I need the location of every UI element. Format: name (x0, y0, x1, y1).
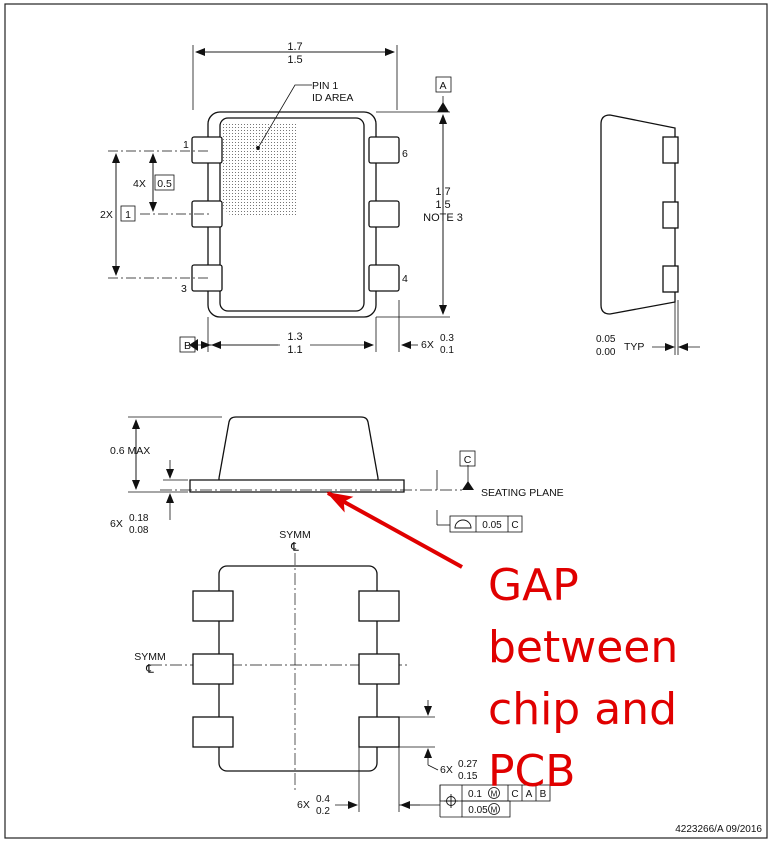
fcf-datum-a: A (526, 789, 533, 800)
fcf-tolerance-2: 0.05 (468, 805, 488, 816)
lead-length-count: 6X (421, 339, 434, 351)
height-min-label: 1.5 (435, 199, 450, 211)
position-tolerance-icon (444, 794, 458, 808)
body-width-min-label: 1.1 (287, 344, 302, 356)
annotation-line-1: GAP (488, 560, 579, 611)
lead-length-min: 0.1 (440, 345, 454, 356)
fcf-datum-c: C (511, 789, 518, 800)
lead-thk-count: 6X (110, 518, 123, 530)
pin1-label: PIN 1 (312, 80, 338, 92)
lead-width-count: 6X (440, 764, 453, 776)
offset-min: 0.00 (596, 347, 616, 358)
fcf-tolerance-1: 0.1 (468, 789, 482, 800)
lead-length-max: 0.4 (316, 794, 330, 805)
drawing-number: 4223266/A 09/2016 (675, 824, 762, 835)
span-count: 2X (100, 209, 113, 221)
sheet-border (4, 3, 768, 839)
annotation-line-3: chip and (488, 684, 677, 735)
lead-width-max: 0.27 (458, 759, 478, 770)
mmc-modifier-icon (488, 787, 500, 799)
symm-left-label: SYMM (134, 651, 166, 663)
height-max-label: 1.7 (435, 186, 450, 198)
lead-length-max: 0.3 (440, 333, 454, 344)
symm-top-label: SYMM (279, 529, 311, 541)
lead-length-min: 0.2 (316, 806, 330, 817)
width-min-label: 1.5 (287, 54, 302, 66)
offset-typ: TYP (624, 341, 644, 353)
profile-surface-icon (454, 519, 472, 529)
pitch-count: 4X (133, 178, 146, 190)
pin-6-number: 6 (402, 148, 408, 160)
pitch-value: 0.5 (157, 178, 172, 190)
front-view-labels: 0.6 MAX C SEATING PLANE 6X 0.18 0.08 0.0… (110, 445, 564, 536)
lead-thk-min: 0.08 (129, 525, 149, 536)
lead-width-min: 0.15 (458, 771, 478, 782)
side-view (600, 114, 700, 355)
body-width-max-label: 1.3 (287, 331, 302, 343)
span-value: 1 (125, 209, 131, 221)
fcf-datum-b: B (540, 789, 547, 800)
annotation-line-4: PCB (488, 746, 575, 797)
fcf-mmc-2: M (491, 806, 498, 815)
note-3-label: NOTE 3 (423, 212, 463, 224)
top-view-labels: 1.7 1.5 PIN 1 ID AREA A 1.7 1.5 NOTE 3 1… (100, 41, 463, 356)
lead-length-count: 6X (297, 799, 310, 811)
datum-a: A (439, 80, 446, 92)
bottom-view-labels: SYMM ℄ SYMM ℄ 6X 0.27 0.15 6X 0.4 0.2 0.… (134, 529, 546, 817)
annotation-arrow (326, 491, 463, 569)
datum-c: C (464, 454, 472, 466)
lead-thk-max: 0.18 (129, 513, 149, 524)
mmc-modifier-icon (488, 803, 500, 815)
height-label: 0.6 MAX (110, 445, 150, 457)
pin-3-number: 3 (181, 283, 187, 295)
datum-b: B (184, 340, 191, 352)
seating-plane-label: SEATING PLANE (481, 487, 564, 499)
centerline-left-icon: ℄ (145, 662, 154, 676)
side-view-labels: 0.05 0.00 TYP (596, 334, 644, 358)
top-view (108, 45, 452, 353)
fcf-mmc-1: M (491, 790, 498, 799)
annotation-line-2: between (488, 622, 678, 673)
pin-4-number: 4 (402, 273, 408, 285)
profile-datum: C (511, 520, 518, 531)
centerline-top-icon: ℄ (290, 540, 299, 554)
pin1-id-area (223, 122, 296, 215)
id-area-label: ID AREA (312, 92, 353, 104)
offset-max: 0.05 (596, 334, 616, 345)
annotation-text: GAP between chip and PCB (488, 560, 678, 797)
profile-tolerance: 0.05 (482, 520, 502, 531)
width-max-label: 1.7 (287, 41, 302, 53)
front-view (128, 416, 523, 533)
bottom-view (150, 553, 551, 818)
pin-1-number: 1 (183, 139, 189, 151)
